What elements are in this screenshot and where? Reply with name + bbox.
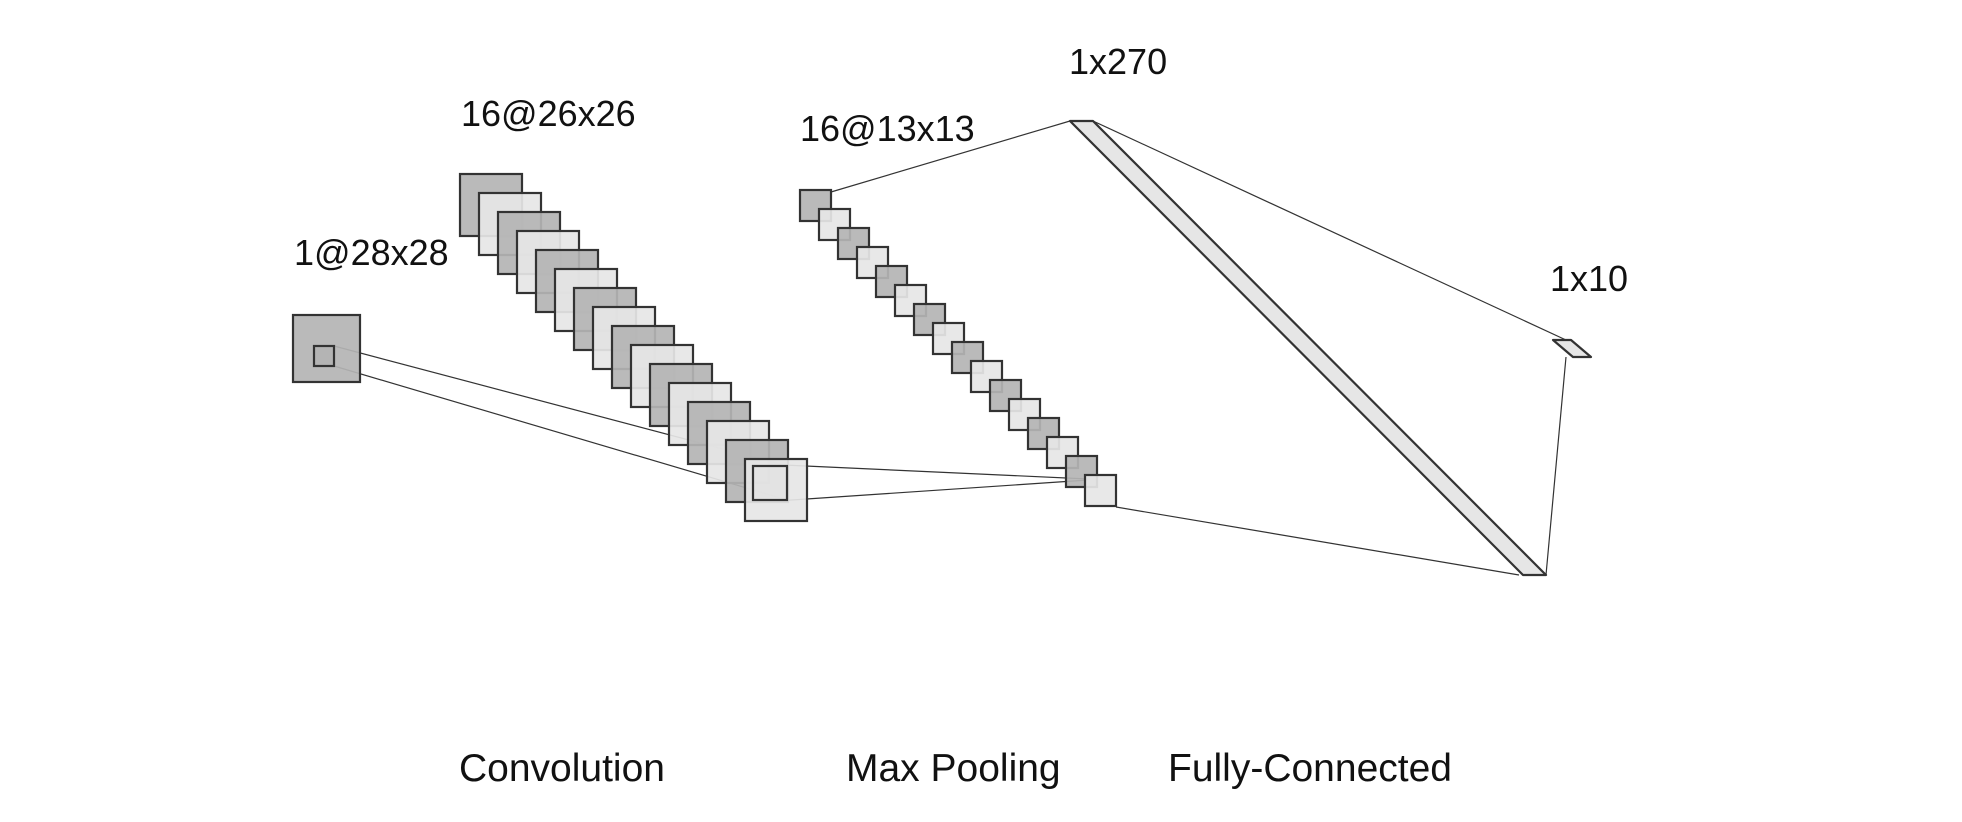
pool-feature-map <box>1083 473 1118 508</box>
fully-connected-caption: Fully-Connected <box>1168 747 1452 790</box>
fc-layer <box>1068 119 1548 577</box>
conv-window <box>751 464 789 502</box>
pool-layer-label: 16@13x13 <box>800 108 975 149</box>
pool-feature-map <box>874 264 909 299</box>
conv-feature-map <box>743 457 809 523</box>
edge-pool-to-fc-bottom <box>1115 506 1520 576</box>
conv-feature-maps <box>458 172 809 523</box>
fc-slab <box>1068 119 1548 577</box>
edge-fc-to-output-bottom <box>1545 356 1567 576</box>
input-layer-label: 1@28x28 <box>294 232 449 273</box>
edge-conv-to-pool-top <box>761 463 1089 480</box>
fc-layer-label: 1x270 <box>1069 41 1167 82</box>
edge-pool-to-fc-top <box>830 120 1071 193</box>
input-layer <box>291 313 362 384</box>
edge-conv-to-pool-bottom <box>761 479 1089 503</box>
pool-feature-map <box>1026 416 1061 451</box>
pool-feature-maps <box>798 188 1118 508</box>
pool-feature-map <box>969 359 1004 394</box>
output-slab <box>1551 338 1593 359</box>
input-receptive-field <box>312 344 336 368</box>
max-pooling-caption: Max Pooling <box>846 747 1061 790</box>
output-layer <box>1551 338 1593 359</box>
convolution-caption: Convolution <box>459 747 665 790</box>
edge-fc-to-output-top <box>1092 120 1567 341</box>
conv-layer-label: 16@26x26 <box>461 93 636 134</box>
output-layer-label: 1x10 <box>1550 258 1628 299</box>
